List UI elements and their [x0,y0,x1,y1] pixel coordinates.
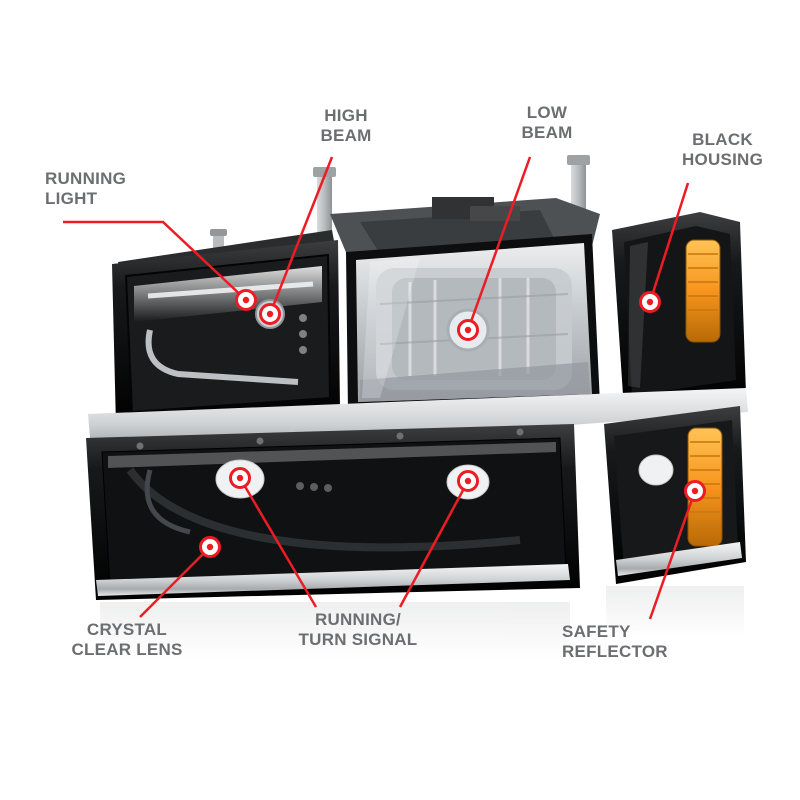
callout-line-black-housing [648,182,690,303]
callout-marker-turn-signal-right [457,470,479,492]
callout-marker-crystal-clear-lens [199,536,221,558]
label-low-beam: LOW BEAM [521,103,573,143]
label-safety-reflector: SAFETY REFLECTOR [562,622,668,662]
callout-line-turn-signal-left [238,477,318,608]
upper-amber-reflector [685,239,721,343]
callout-marker-safety-reflector [684,480,706,502]
label-running-light: RUNNING LIGHT [45,169,127,209]
label-running-turn-signal: RUNNING/ TURN SIGNAL [298,610,418,650]
callout-line-safety-reflector [648,490,697,620]
callout-marker-turn-signal-left [229,467,251,489]
corner-bulb [638,454,674,486]
lower-corner-light [604,406,746,584]
callout-line-high-beam [268,156,334,315]
callout-marker-black-housing [639,291,661,313]
callout-marker-low-beam [457,319,479,341]
callout-line-low-beam [466,156,532,331]
label-black-housing: BLACK HOUSING [681,130,764,170]
upper-corner-light [612,212,746,410]
floor-reflection [100,586,744,660]
callout-line-turn-signal-right [398,480,470,608]
callout-marker-running-light [235,289,257,311]
callout-line-crystal-clear-lens [139,546,211,618]
callout-marker-high-beam [259,303,281,325]
label-high-beam: HIGH BEAM [320,106,372,146]
label-crystal-clear-lens: CRYSTAL CLEAR LENS [71,620,183,660]
callout-line-running-light [63,220,247,301]
